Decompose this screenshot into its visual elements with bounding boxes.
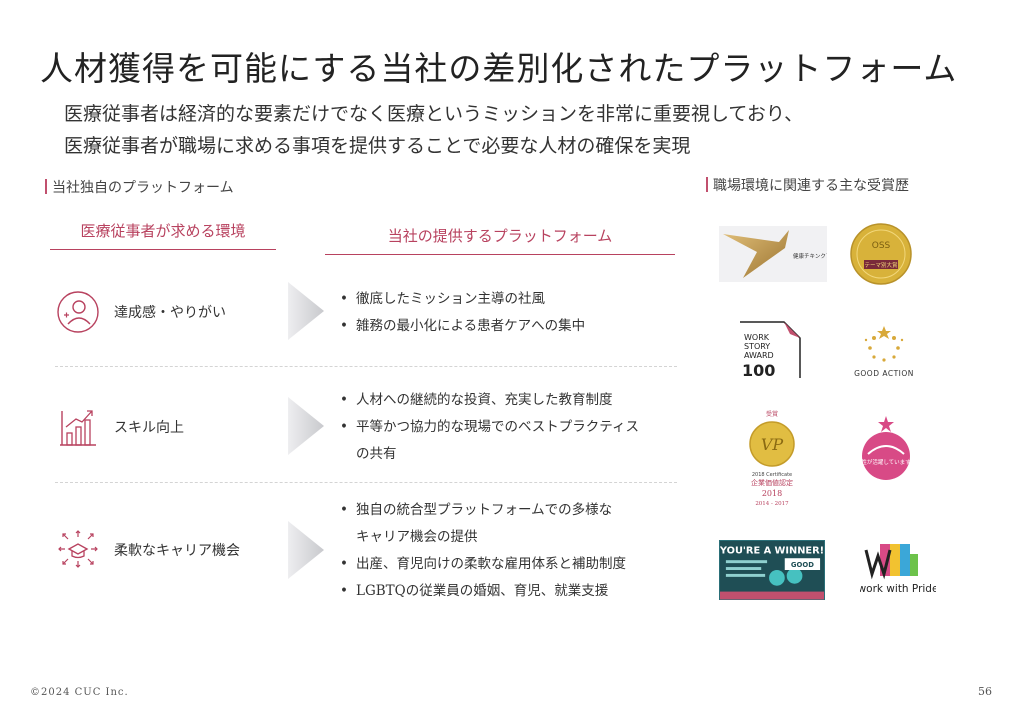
chevron-right-icon [288,521,324,579]
award-pink-badge: 女性が活躍しています！ [852,414,920,484]
svg-text:work with Pride: work with Pride [860,583,936,595]
list-item: 出産、育児向けの柔軟な雇用体系と補助制度 [340,551,626,578]
svg-text:VP: VP [761,435,784,454]
svg-text:女性が活躍しています！: 女性が活躍しています！ [856,458,916,466]
svg-text:OSS: OSS [872,241,891,251]
award-good-action: GOOD ACTION [846,320,922,386]
svg-text:WORK: WORK [744,333,770,342]
platform-row-2: スキル向上 人材への継続的な投資、充実した教育制度 平等かつ協力的な現場でのベス… [50,385,680,480]
platform-row-1: 達成感・やりがい 徹底したミッション主導の社風 雑務の最小化による患者ケアへの集… [50,280,680,360]
work-story-award-icon: WORK STORY AWARD 100 [740,321,801,380]
award-gold-coin: 受賞 VP 2018 Certificate 企業価値認定 2018 2014 … [734,408,810,508]
left-section-label: 当社独自のプラットフォーム [45,177,234,197]
svg-text:AWARD: AWARD [744,351,774,360]
career-network-icon [58,530,98,568]
copyright: ©2024 CUC Inc. [30,687,129,698]
list-item: 人材への継続的な投資、充実した教育制度 [340,387,639,414]
page-title: 人材獲得を可能にする当社の差別化されたプラットフォーム [40,49,958,88]
svg-text:テーマ別大賞: テーマ別大賞 [864,261,898,269]
list-item: 徹底したミッション主導の社風 [340,286,585,313]
svg-text:企業価値認定: 企業価値認定 [751,478,793,487]
page-number: 56 [978,685,992,698]
winner-badge-icon: YOU'RE A WINNER! GOOD [720,545,824,600]
growth-chart-icon [60,410,96,446]
chevron-right-icon [288,282,324,340]
award-winner: YOU'RE A WINNER! GOOD [719,540,825,600]
award-work-with-pride: work with Pride [860,540,936,600]
section-marker [706,177,708,192]
svg-text:受賞: 受賞 [766,410,778,418]
row-divider [55,482,677,483]
need-label: 柔軟なキャリア機会 [114,543,240,559]
pink-badge-icon: 女性が活躍しています！ [856,416,916,480]
offer-list: 徹底したミッション主導の社風 雑務の最小化による患者ケアへの集中 [340,286,585,340]
award-work-story: WORK STORY AWARD 100 [738,320,804,380]
list-item: 雑務の最小化による患者ケアへの集中 [340,313,585,340]
list-item: LGBTQの従業員の婚姻、育児、就業支援 [340,578,626,605]
need-label: スキル向上 [114,420,184,436]
section-marker [45,179,47,194]
lead-text: 医療従事者は経済的な要素だけでなく医療というミッションを非常に重要視しており、 … [64,98,803,162]
svg-text:2014 - 2017: 2014 - 2017 [755,501,789,507]
svg-text:GOOD ACTION: GOOD ACTION [854,369,914,378]
award-gold-medal: OSS テーマ別大賞 [846,222,916,288]
svg-text:100: 100 [742,361,775,380]
lead-line-1: 医療従事者は経済的な要素だけでなく医療というミッションを非常に重要視しており、 [64,103,804,125]
offer-list: 人材への継続的な投資、充実した教育制度 平等かつ協力的な現場でのベストプラクティ… [340,387,639,468]
col-need-header: 医療従事者が求める環境 [50,220,276,250]
award-star: 健康チキンクアワード 2021 [719,226,827,282]
gold-coin-award-icon: 受賞 VP 2018 Certificate 企業価値認定 2018 2014 … [749,410,795,507]
lead-line-2: 医療従事者が職場に求める事項を提供することで必要な人材の確保を実現 [64,135,691,157]
svg-text:2018 Certificate: 2018 Certificate [752,472,792,478]
star-award-icon: 健康チキンクアワード 2021 [723,230,827,278]
col-offer-header: 当社の提供するプラットフォーム [325,225,675,255]
gold-medal-icon: OSS テーマ別大賞 [850,223,912,285]
need-label: 達成感・やりがい [114,305,226,321]
svg-text:GOOD: GOOD [791,561,814,569]
work-with-pride-icon: work with Pride [860,544,936,595]
row-divider [55,366,677,367]
svg-text:2018: 2018 [762,489,782,498]
svg-text:YOU'RE A WINNER!: YOU'RE A WINNER! [720,545,824,556]
right-section-label: 職場環境に関連する主な受賞歴 [706,175,909,195]
person-icon [57,291,99,333]
svg-text:STORY: STORY [744,342,770,351]
chevron-right-icon [288,397,324,455]
svg-text:健康チキンクアワード 2021: 健康チキンクアワード 2021 [793,252,827,260]
good-action-icon: GOOD ACTION [854,326,914,378]
